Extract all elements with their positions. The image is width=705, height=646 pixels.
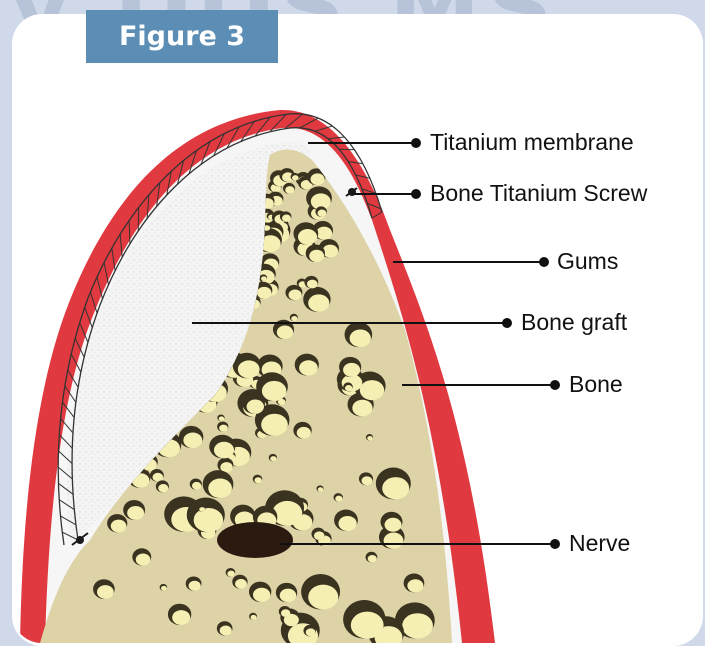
bone-pore [279, 606, 291, 617]
bone-pore [93, 579, 115, 599]
bone-pore [334, 509, 358, 531]
bone-pore [179, 426, 203, 448]
bone-pore [123, 500, 145, 520]
bone-pore [269, 454, 277, 461]
bone-pore [283, 183, 295, 194]
bone-pore [293, 222, 318, 245]
bone-pore [217, 422, 228, 432]
bone-pore [253, 475, 263, 484]
bone-pore [249, 582, 271, 602]
bone-pore [168, 604, 191, 625]
label-nerve: Nerve [569, 530, 630, 557]
bone-pore [291, 173, 299, 181]
bone-pore [295, 354, 319, 376]
bone-pore [334, 493, 343, 502]
bone-pore [343, 600, 385, 639]
bone-pore [339, 357, 361, 377]
bone-pore [366, 552, 378, 563]
bone-pore [226, 568, 236, 577]
bone-pore [376, 468, 411, 500]
bone-pore [190, 479, 202, 490]
leader-gums [393, 258, 548, 266]
bone-pore [243, 393, 265, 413]
bone-pore [359, 472, 373, 485]
bone-pore [232, 575, 247, 589]
bone-pore [306, 244, 325, 262]
bone-pore [156, 480, 169, 492]
bone-pore [343, 382, 353, 391]
bone-pore [150, 469, 164, 482]
bone-pore [203, 470, 234, 498]
bone-pore [311, 528, 325, 540]
bone-pore [260, 274, 267, 281]
bone-pore [381, 512, 403, 532]
bone-pore [317, 485, 324, 491]
bone-pore [217, 458, 233, 473]
bone-pore [132, 548, 151, 565]
bone-pore [187, 498, 225, 533]
bone-pore [209, 435, 235, 459]
bone-pore [293, 422, 311, 439]
bone-pore [217, 621, 233, 635]
label-titanium-membrane: Titanium membrane [430, 129, 634, 156]
bone-pore [290, 314, 298, 321]
bone-pore [186, 576, 202, 590]
bone-pore [303, 287, 330, 312]
label-gums: Gums [557, 248, 618, 275]
bone-pore [306, 186, 332, 209]
bone-pore [345, 322, 373, 347]
bone-pore [303, 625, 316, 636]
bone-pore [249, 613, 257, 620]
bone-pore [366, 434, 373, 441]
bone-pore [280, 211, 292, 221]
nerve-canal [217, 522, 293, 558]
bone-pore [304, 276, 318, 289]
bone-pore [276, 583, 297, 602]
label-bone-titanium-screw: Bone Titanium Screw [430, 180, 647, 207]
bone-pore [160, 584, 168, 591]
bone-pore [315, 206, 326, 216]
bone-pore [404, 574, 425, 593]
bone-pore [301, 574, 340, 609]
bone-pore [285, 285, 302, 300]
bone-pore [107, 514, 127, 532]
label-bone: Bone [569, 371, 623, 398]
bone-pore [198, 505, 206, 512]
label-bone-graft: Bone graft [521, 309, 627, 336]
bone-pore [217, 414, 224, 421]
